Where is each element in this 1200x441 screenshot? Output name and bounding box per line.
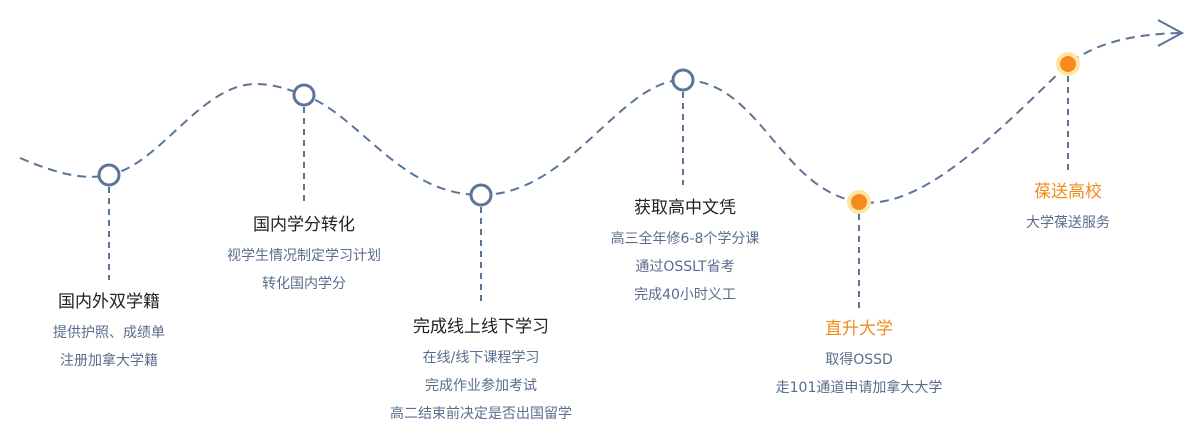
step-online-offline-study: 完成线上线下学习 在线/线下课程学习 完成作业参加考试 高二结束前决定是否出国留…	[351, 316, 611, 428]
step-line: 高三全年修6-8个学分课	[610, 231, 760, 247]
timeline-node	[97, 163, 121, 187]
step-title: 获取高中文凭	[634, 198, 736, 218]
step-university-direct: 直升大学 取得OSSD 走101通道申请加拿大大学	[729, 318, 989, 402]
timeline-node-active	[851, 194, 867, 210]
step-title: 国内学分转化	[253, 215, 355, 235]
step-diploma: 获取高中文凭 高三全年修6-8个学分课 通过OSSLT省考 完成40小时义工	[555, 197, 815, 309]
timeline-node	[469, 183, 493, 207]
step-title: 葆送高校	[1034, 182, 1102, 202]
step-line: 通过OSSLT省考	[635, 259, 735, 275]
step-title: 直升大学	[825, 319, 893, 339]
step-line: 注册加拿大学籍	[60, 353, 158, 369]
timeline-path	[19, 32, 1181, 204]
arrow-head-icon	[1157, 19, 1185, 47]
step-line: 走101通道申请加拿大大学	[775, 380, 943, 396]
step-line: 大学葆送服务	[1026, 215, 1110, 231]
timeline-node-active	[1060, 56, 1076, 72]
step-line: 转化国内学分	[262, 276, 346, 292]
step-title: 完成线上线下学习	[413, 317, 549, 337]
step-line: 高二结束前决定是否出国留学	[390, 406, 572, 422]
step-line: 在线/线下课程学习	[422, 350, 540, 366]
step-credit-transfer: 国内学分转化 视学生情况制定学习计划 转化国内学分	[174, 214, 434, 298]
step-line: 取得OSSD	[825, 352, 893, 368]
timeline-node	[292, 83, 316, 107]
step-title: 国内外双学籍	[58, 292, 160, 312]
step-line: 提供护照、成绩单	[53, 325, 165, 341]
timeline-node	[671, 68, 695, 92]
step-line: 视学生情况制定学习计划	[227, 248, 381, 264]
step-line: 完成作业参加考试	[425, 378, 537, 394]
step-line: 完成40小时义工	[634, 287, 736, 303]
step-university-recommendation: 葆送高校 大学葆送服务	[938, 181, 1198, 237]
step-dual-enrollment: 国内外双学籍 提供护照、成绩单 注册加拿大学籍	[0, 291, 239, 375]
